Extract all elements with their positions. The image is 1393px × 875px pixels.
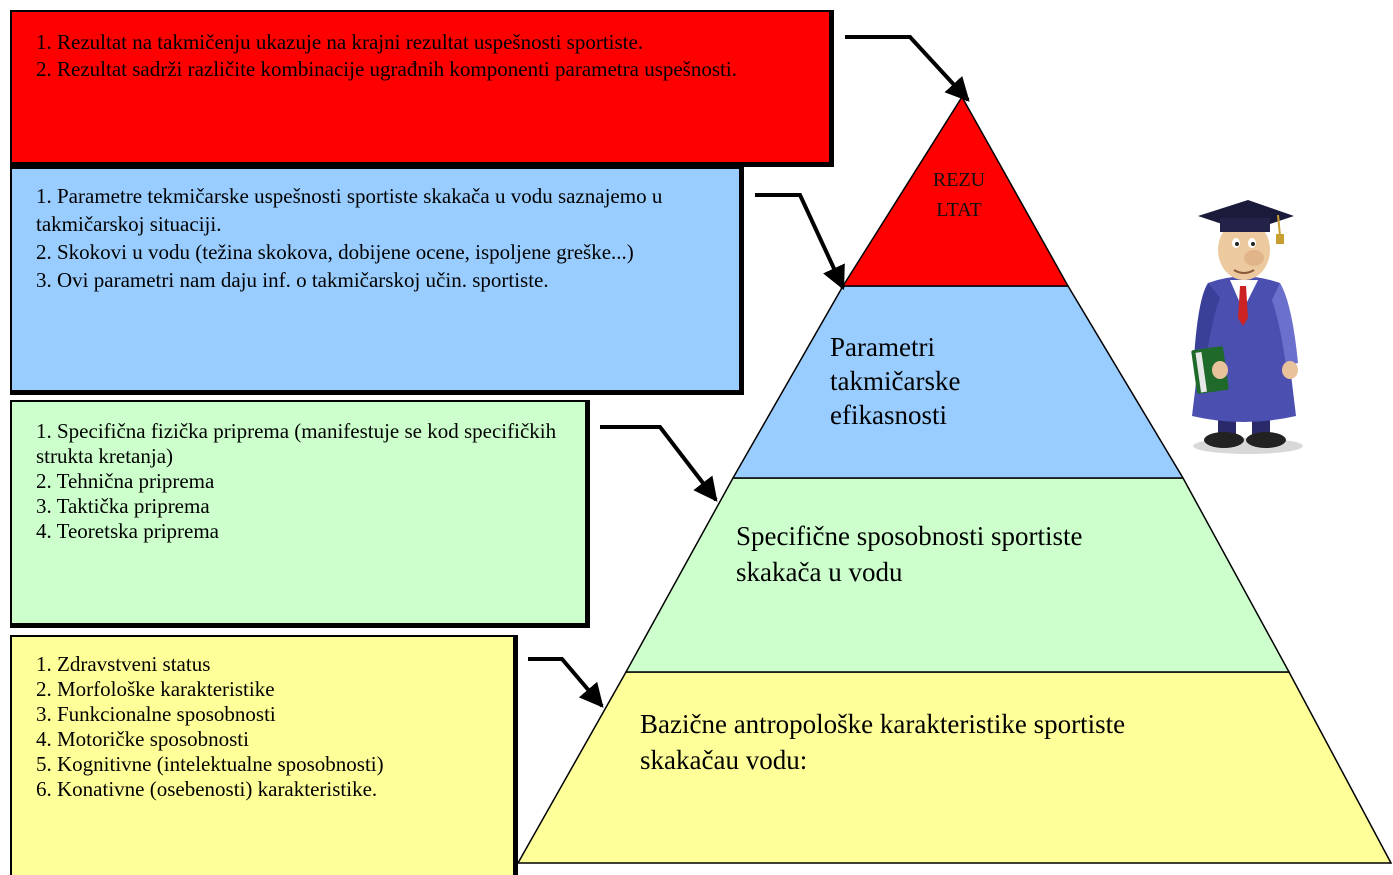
box-line: 2. Rezultat sadrži različite kombinacije… (36, 57, 737, 81)
box-line: 2. Morfološke karakteristike (36, 677, 275, 701)
box-line: 5. Kognitivne (intelektualne sposobnosti… (36, 752, 384, 776)
box-line: 1. Parametre tekmičarske uspešnosti spor… (36, 184, 663, 236)
label-line: efikasnosti (830, 400, 947, 430)
box-line: 3. Ovi parametri nam daju inf. o takmiča… (36, 268, 549, 292)
pyramid-label-parametri: Parametri takmičarske efikasnosti (830, 330, 1030, 432)
arrow-rezultat (845, 35, 970, 102)
label-line: REZU (932, 169, 986, 191)
box-line: 2. Tehnična priprema (36, 469, 215, 493)
label-line: LTAT (936, 199, 982, 221)
box-line: 2. Skokovi u vodu (težina skokova, dobij… (36, 240, 634, 264)
box-rezultat: 1. Rezultat na takmičenju ukazuje na kra… (10, 10, 834, 167)
box-bazicne: 1. Zdravstveni status 2. Morfološke kara… (10, 635, 518, 875)
pyramid-label-bazicne: Bazične antropološke karakteristike spor… (640, 706, 1280, 778)
box-line: 3. Funkcionalne sposobnosti (36, 702, 276, 726)
label-line: Parametri (830, 332, 935, 362)
pyramid-label-specificne: Specifične sposobnosti sportiste skakača… (736, 518, 1176, 590)
box-line: 1. Specifična fizička priprema (manifest… (36, 419, 557, 468)
box-line: 6. Konativne (osebenosti) karakteristike… (36, 777, 378, 801)
box-line: 1. Zdravstveni status (36, 652, 211, 676)
pyramid-level-rezultat (841, 95, 1070, 287)
label-line: skakačau vodu: (640, 745, 808, 775)
arrow-specificne (600, 425, 718, 502)
box-parametri: 1. Parametre tekmičarske uspešnosti spor… (10, 167, 744, 395)
box-line: 4. Teoretska priprema (36, 519, 219, 543)
label-line: takmičarske (830, 366, 961, 396)
pyramid-label-rezultat: REZU LTAT (916, 165, 1002, 225)
arrow-bazicne (528, 657, 604, 708)
label-line: skakača u vodu (736, 557, 903, 587)
box-line: 3. Taktička priprema (36, 494, 210, 518)
arrow-parametri (755, 193, 845, 291)
label-line: Bazične antropološke karakteristike spor… (640, 709, 1126, 739)
box-line: 4. Motoričke sposobnosti (36, 727, 249, 751)
graduate-character-icon (1191, 200, 1303, 454)
box-specificne: 1. Specifična fizička priprema (manifest… (10, 400, 590, 628)
box-line: 1. Rezultat na takmičenju ukazuje na kra… (36, 30, 644, 54)
label-line: Specifične sposobnosti sportiste (736, 521, 1083, 551)
